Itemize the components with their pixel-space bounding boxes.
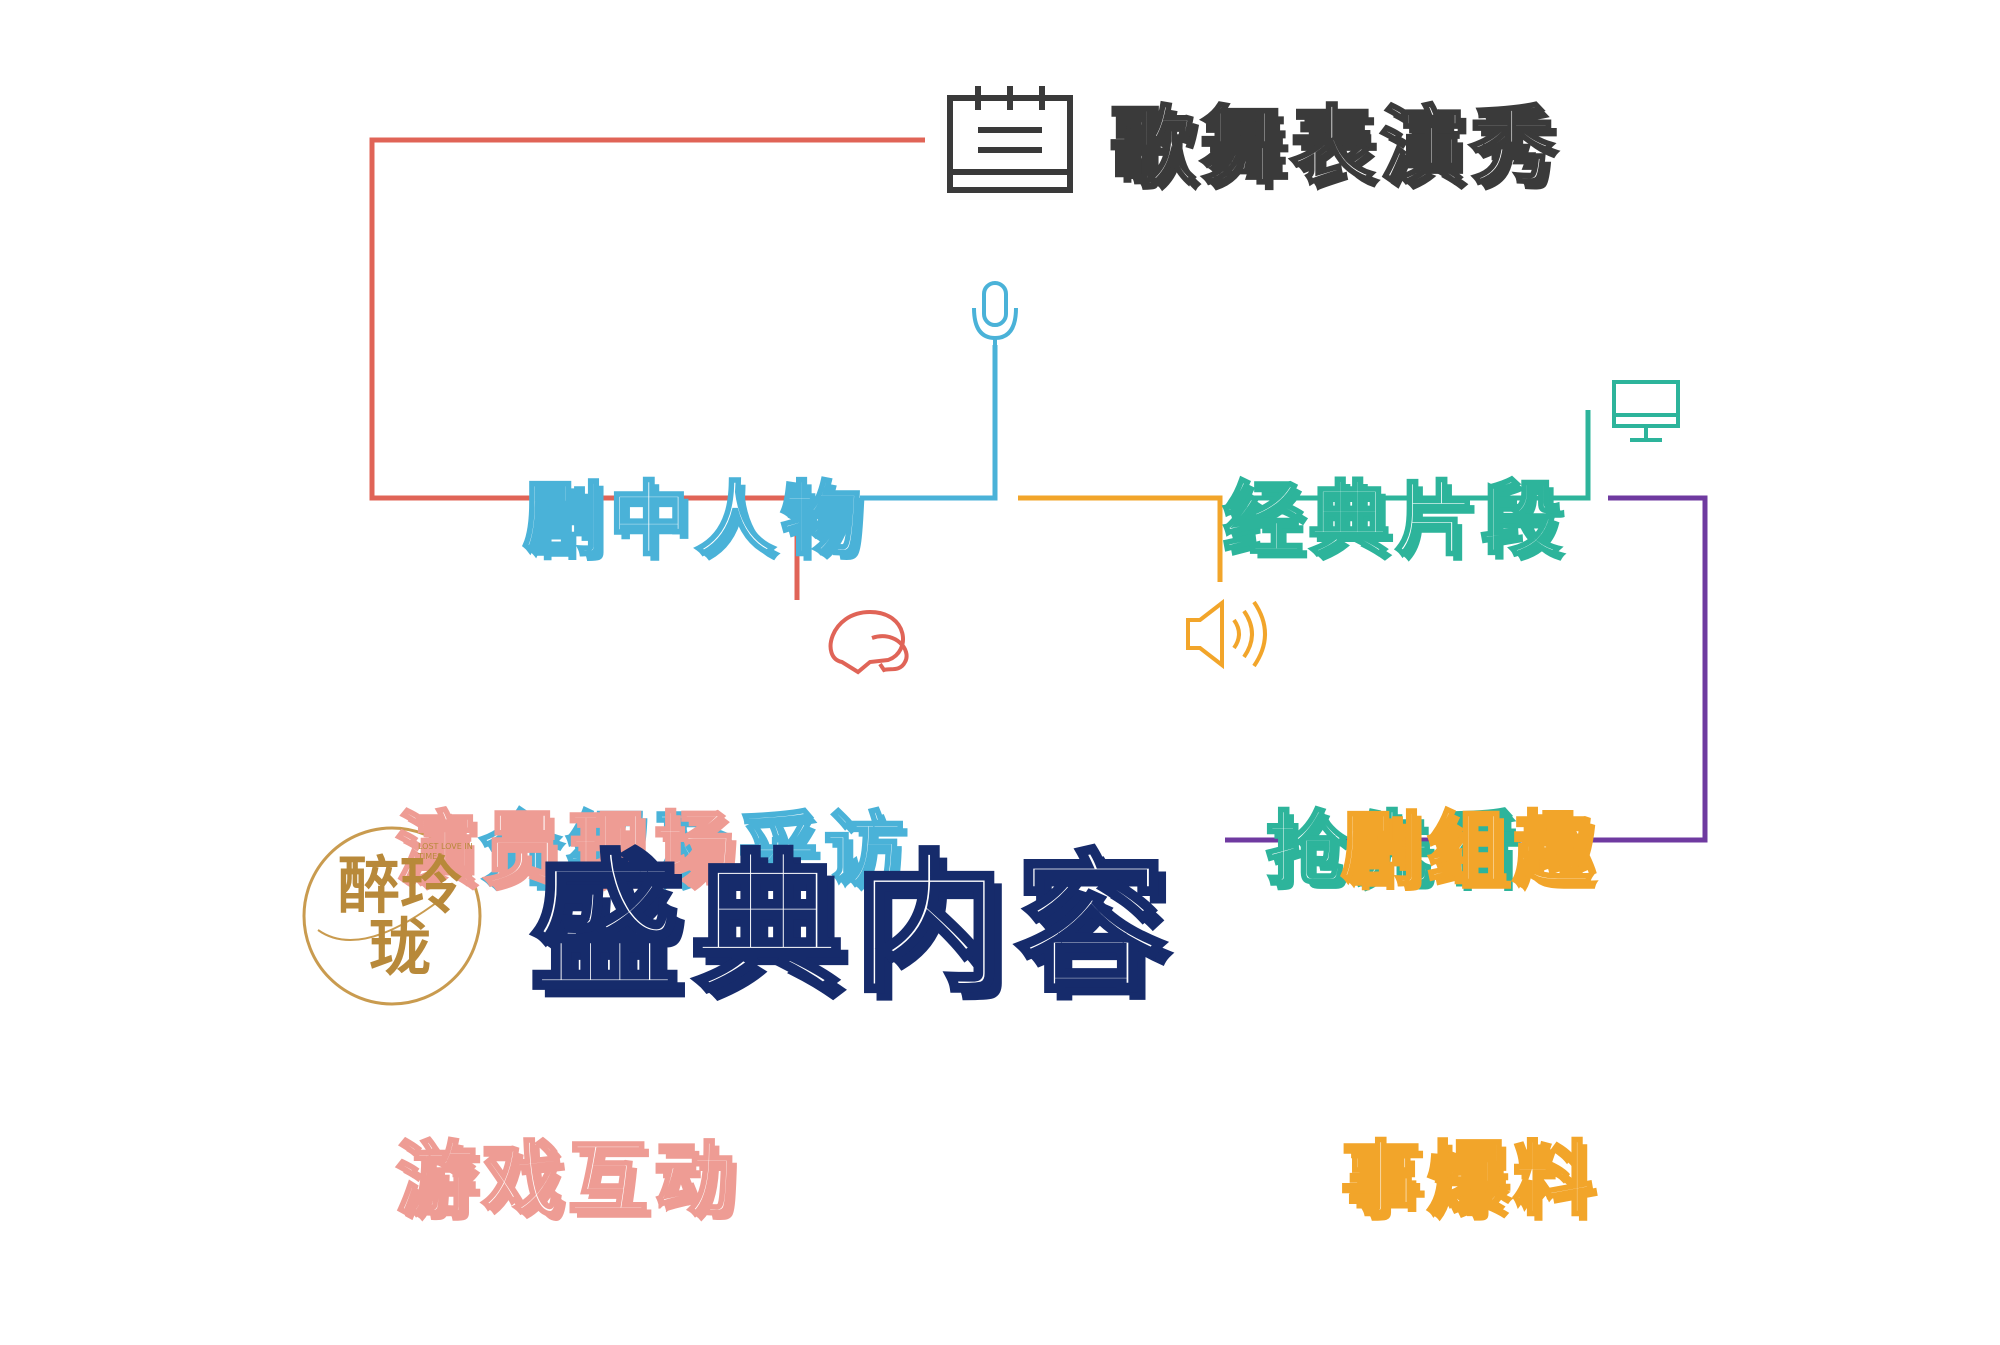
logo-wordmark: 醉玲珑: [337, 849, 462, 984]
label-crew-gossip: 剧组趣 事爆料: [1320, 575, 1620, 1345]
microphone-icon: [972, 281, 1018, 345]
logo-subtitle: LOST LOVE IN TIMES: [418, 842, 473, 861]
label-clips-line-2: 抢先看: [1265, 802, 1524, 898]
label-clips-line-1: 经典片段: [1222, 472, 1567, 568]
monitor-icon: [1612, 380, 1680, 442]
label-characters-interviews: 剧中人物 介绍及采访: [455, 245, 935, 1015]
page-title: 盛典内容: [527, 838, 1179, 1013]
logo-emblem: [302, 826, 482, 1006]
label-games-line-2: 游戏互动: [395, 1132, 740, 1228]
label-classic-clips: 经典片段 抢先看: [1170, 245, 1620, 1015]
label-gossip-line-1: 剧组趣: [1340, 802, 1599, 898]
connector-green: [1242, 410, 1591, 501]
label-games-line-1: 演员现场: [395, 802, 740, 898]
connector-orange: [1018, 495, 1223, 582]
connector-blue: [860, 345, 998, 501]
label-characters-line-2: 介绍及采访: [479, 802, 910, 898]
chat-bubbles-icon: [828, 609, 909, 675]
connector-purple: [1225, 495, 1708, 843]
connector-red: [369, 137, 925, 600]
calendar-icon: [947, 86, 1073, 193]
speaker-icon: [1186, 598, 1267, 670]
label-gossip-line-2: 事爆料: [1340, 1132, 1599, 1228]
label-song-dance-show: 歌舞表演秀: [1108, 96, 1561, 197]
connector-diagram: [302, 86, 1708, 1006]
label-characters-line-1: 剧中人物: [522, 472, 867, 568]
